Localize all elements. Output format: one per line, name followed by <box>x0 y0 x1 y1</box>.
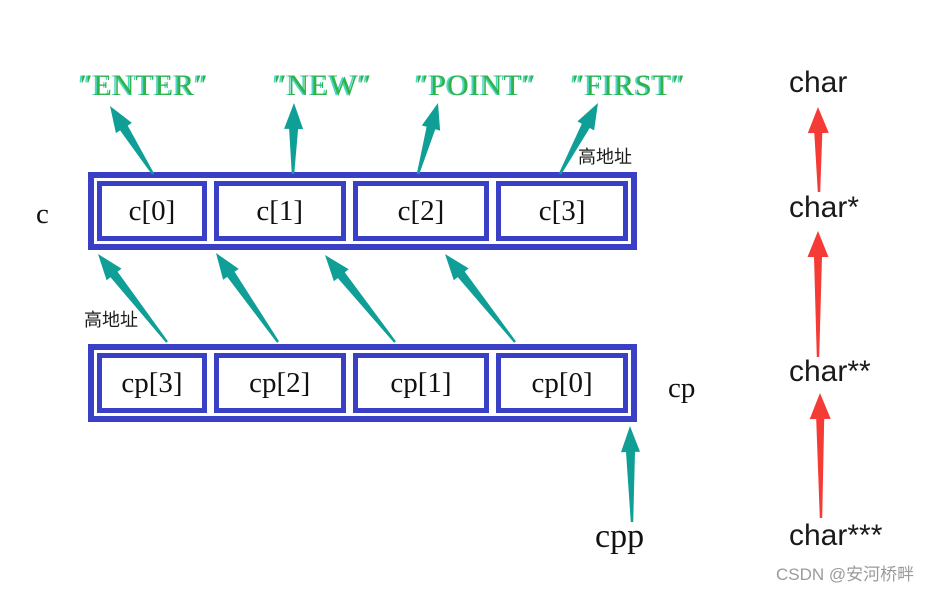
cp-array-cell-1: cp[1] <box>352 353 490 413</box>
arrow-c2-to-point <box>416 103 441 175</box>
type-label-char-ptr: char* <box>789 191 860 224</box>
arrow-cp0-to-c3 <box>445 254 516 343</box>
cpp-pointer-name: cpp <box>595 518 645 555</box>
cp-array-row: cp[3] cp[2] cp[1] cp[0] <box>88 344 637 422</box>
c-array-row: c[0] c[1] c[2] c[3] <box>88 172 637 250</box>
c-array-cell-2: c[2] <box>352 181 490 241</box>
cp-array-cell-2: cp[2] <box>213 353 346 413</box>
string-literal-first: ″FIRST″ <box>572 69 686 102</box>
cp-array-name: cp <box>668 372 696 404</box>
cp-array-cell-3: cp[3] <box>97 353 207 413</box>
cp-array-cell-0: cp[0] <box>496 353 628 413</box>
arrow-charppp-to-charpp <box>809 393 831 518</box>
arrow-c0-to-enter <box>110 106 154 175</box>
c-array-cell-1: c[1] <box>213 181 346 241</box>
type-label-char-ptrptr: char** <box>789 355 871 388</box>
type-label-char: char <box>789 66 848 99</box>
c-array-cell-0: c[0] <box>97 181 207 241</box>
arrow-cp2-to-c1 <box>216 253 279 343</box>
arrow-charptr-to-char <box>807 107 829 192</box>
high-address-label-c-row: 高地址 <box>578 147 632 167</box>
watermark: CSDN @安河桥畔 <box>776 565 915 584</box>
string-literal-new: ″NEW″ <box>274 69 373 102</box>
type-label-char-ptrptrptr: char*** <box>789 519 883 552</box>
arrow-cpp-to-cp0 <box>621 426 640 522</box>
arrow-cp1-to-c2 <box>325 255 396 343</box>
string-literal-enter: ″ENTER″ <box>80 69 209 102</box>
arrow-charpp-to-charptr <box>807 231 829 357</box>
string-literal-point: ″POINT″ <box>416 69 537 102</box>
arrow-c1-to-new <box>284 103 304 174</box>
high-address-label-cp-row: 高地址 <box>84 310 138 330</box>
c-array-cell-3: c[3] <box>496 181 628 241</box>
c-array-name: c <box>36 198 49 230</box>
